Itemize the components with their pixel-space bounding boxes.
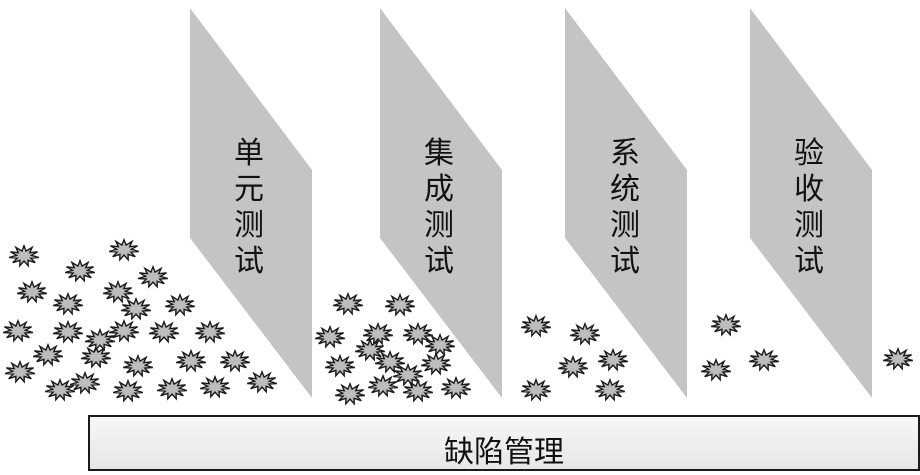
defect-marker bbox=[53, 319, 83, 344]
defect-marker bbox=[103, 279, 133, 304]
stage-label-system: 系统测试 bbox=[607, 136, 643, 280]
defect-marker bbox=[121, 296, 151, 321]
defect-management-label: 缺陷管理 bbox=[444, 435, 564, 470]
defect-marker bbox=[3, 318, 33, 343]
defect-marker bbox=[355, 337, 385, 362]
defect-marker bbox=[385, 292, 415, 317]
defect-marker bbox=[113, 378, 143, 403]
defect-marker bbox=[521, 377, 551, 402]
defect-marker bbox=[81, 344, 111, 369]
stage-label-acceptance-text: 验收测试 bbox=[794, 136, 824, 279]
defect-marker bbox=[368, 373, 398, 398]
defect-marker bbox=[363, 321, 393, 346]
stage-panel bbox=[750, 8, 872, 398]
defect-marker bbox=[70, 370, 100, 395]
defect-management-bar: 缺陷管理 bbox=[88, 415, 920, 471]
defect-marker bbox=[315, 324, 345, 349]
defect-marker bbox=[165, 292, 195, 317]
defect-marker bbox=[5, 359, 35, 384]
defect-marker bbox=[109, 318, 139, 343]
defect-marker bbox=[598, 347, 628, 372]
defect-marker bbox=[375, 349, 405, 374]
defect-marker bbox=[393, 362, 423, 387]
defect-marker bbox=[33, 342, 63, 367]
defect-marker bbox=[425, 332, 455, 357]
stage-label-unit-text: 单元测试 bbox=[234, 136, 264, 279]
defect-marker bbox=[749, 347, 779, 372]
defect-marker bbox=[403, 378, 433, 403]
defect-marker bbox=[247, 369, 277, 394]
defect-marker bbox=[325, 353, 355, 378]
defect-marker bbox=[595, 377, 625, 402]
defect-marker bbox=[9, 243, 39, 268]
defect-marker bbox=[65, 258, 95, 283]
stage-label-unit: 单元测试 bbox=[231, 136, 267, 280]
stage-panel bbox=[565, 8, 687, 398]
defect-marker bbox=[195, 319, 225, 344]
defect-marker bbox=[521, 313, 551, 338]
stage-panel bbox=[380, 8, 502, 398]
defect-marker bbox=[333, 291, 363, 316]
defect-marker bbox=[711, 312, 741, 337]
defect-marker bbox=[441, 375, 471, 400]
defect-marker bbox=[701, 357, 731, 382]
stage-label-system-text: 系统测试 bbox=[610, 136, 640, 279]
defect-marker bbox=[883, 346, 913, 371]
defect-marker bbox=[176, 348, 206, 373]
defect-marker bbox=[335, 381, 365, 406]
defect-marker bbox=[138, 264, 168, 289]
defect-marker bbox=[200, 374, 230, 399]
defect-marker bbox=[570, 321, 600, 346]
stage-label-integration-text: 集成测试 bbox=[424, 136, 454, 279]
defect-marker bbox=[85, 327, 115, 352]
stage-label-acceptance: 验收测试 bbox=[791, 136, 827, 280]
defect-marker bbox=[109, 237, 139, 262]
defect-marker bbox=[53, 291, 83, 316]
defect-marker bbox=[45, 377, 75, 402]
defect-marker bbox=[220, 348, 250, 373]
defect-marker bbox=[149, 319, 179, 344]
defect-marker bbox=[558, 354, 588, 379]
defect-marker bbox=[157, 376, 187, 401]
defect-marker bbox=[17, 279, 47, 304]
defect-marker bbox=[123, 353, 153, 378]
defect-marker bbox=[421, 351, 451, 376]
defect-marker bbox=[403, 321, 433, 346]
stage-panel bbox=[190, 8, 312, 398]
stage-label-integration: 集成测试 bbox=[421, 136, 457, 280]
